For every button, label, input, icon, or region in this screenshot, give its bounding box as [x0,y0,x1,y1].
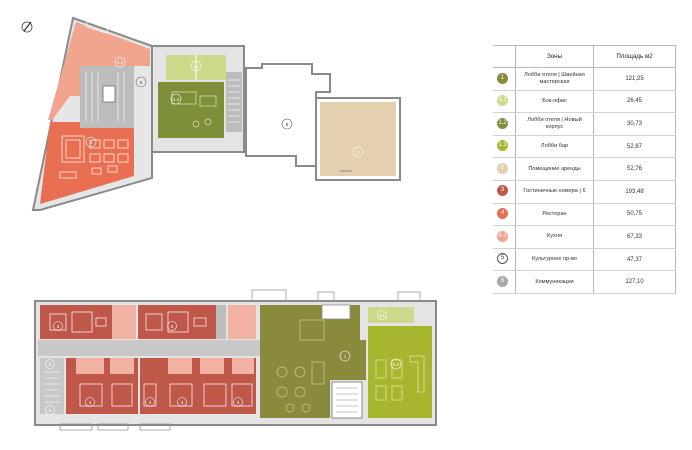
plan-label: 1.1 [193,64,200,69]
zone-communications-stair [40,358,64,414]
legend-zone-area: 127,10 [594,271,676,293]
zone-color-badge: 3 [497,185,508,197]
plan-label: 1 [344,354,347,359]
plan-label: 3 [237,400,240,405]
plan-label: 2 [357,150,360,155]
legend-header-row: Зоны Площадь м2 [493,45,676,68]
entrance-steps [59,289,421,431]
plan-label: 3 [171,324,174,329]
legend-zone-area: 67,33 [594,226,676,248]
plan-label: 1.2 [173,97,180,102]
zone-color-badge: 1.3 [497,140,508,152]
plan-label: 3 [149,400,152,405]
zone-color-badge: 5 [497,253,508,265]
ground-floor-plan: 3 3 3 3 3 3 1 1.1 1.3 6 6 [34,289,437,431]
zone-back-office [368,307,414,323]
zone-communications [216,305,226,339]
zone-color-badge: 4 [497,208,508,220]
legend-header-zone: Зоны [515,46,594,67]
plan-label: 3 [89,400,92,405]
legend-zone-area: 50,75 [594,203,676,226]
plan-label: 5 [286,122,289,127]
legend-zone-name: Бэк-офис [515,90,594,113]
zone-color-badge: 1.1 [497,95,508,107]
upper-floor-plan: 4.1 4 6 1.1 1.2 5 2 [31,16,401,211]
legend-zone-name: Помещение аренды [515,158,594,180]
zone-legend-table: Зоны Площадь м2 1 Лобби отеля | Швейная м… [493,45,676,294]
zone-lobby-bar [368,326,432,418]
zone-color-badge: 1 [497,72,508,84]
ground-plan-labels: 3 3 3 3 3 3 1 1.1 1.3 6 6 [45,310,402,415]
plan-label: 1.1 [379,313,385,318]
zone-hotel-rooms [40,305,112,339]
zone-restaurant [40,122,134,204]
legend-zone-area: 52,76 [594,158,676,180]
legend-zone-name: Лобби отеля | Швейная мастерская [515,68,594,90]
plan-label: 4 [90,140,93,145]
plan-label: 3 [181,400,184,405]
legend-zone-name: Коммуникации [515,271,594,293]
top-plan-labels: 4.1 4 6 1.1 1.2 5 2 [85,56,364,158]
plan-label: 4.1 [117,60,124,65]
zone-bathroom [112,305,136,339]
zone-hotel-rooms [138,305,216,339]
corridor [38,340,260,356]
legend-zone-area: 30,73 [594,113,676,135]
zone-cultural-space [245,63,331,167]
legend-zone-area: 193,48 [594,180,676,203]
zone-rental [320,102,396,176]
plan-label: 1.3 [393,362,400,367]
legend-zone-area: 121,25 [594,68,676,90]
north-compass-icon [21,21,33,33]
legend-zone-name: Гостиничные номера | 6 [515,180,594,203]
zone-bathroom [228,305,256,339]
legend-zone-name: Лобби бар [515,135,594,158]
zone-hotel-lobby-new [158,82,224,138]
zone-color-badge: 4.1 [497,230,508,242]
zone-color-badge: 2 [497,162,508,174]
legend-zone-name: Ресторан [515,203,594,226]
zone-color-badge: 1.2 [497,117,508,129]
zone-communications-stair [226,72,242,132]
legend-zone-name: Кухня [515,226,594,248]
plan-label: 6 [49,408,52,413]
legend-zone-name: Культурное пр-во [515,248,594,271]
legend-header-area: Площадь м2 [594,46,676,67]
plan-label: 3 [57,324,60,329]
legend-zone-area: 26,45 [594,90,676,113]
legend-zone-area: 47,37 [594,248,676,271]
elevator-shaft [102,85,116,103]
zone-color-badge: 6 [497,275,508,287]
plan-label: 6 [140,80,143,85]
legend-zone-area: 52,87 [594,135,676,158]
plan-label: 6 [49,362,52,367]
legend-zone-name: Лобби отеля | Новый корпус [515,113,594,135]
zone-hotel-rooms [140,358,160,414]
